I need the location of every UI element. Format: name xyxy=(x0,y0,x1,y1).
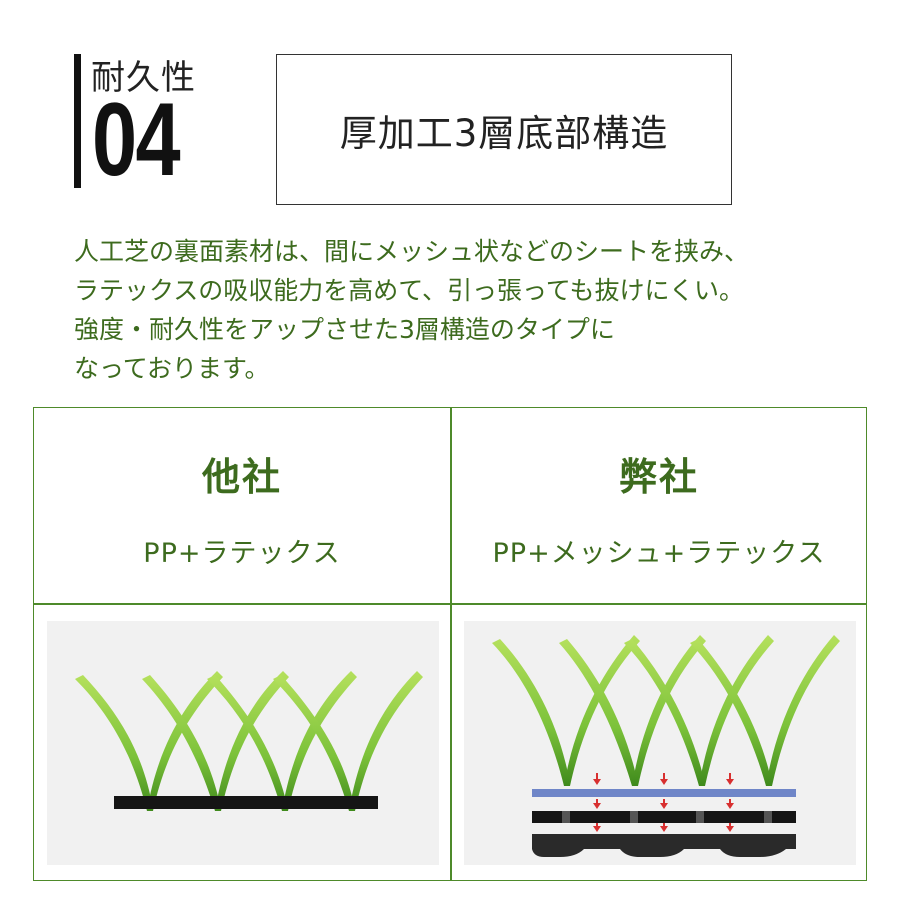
page-title: 厚加工3層底部構造 xyxy=(339,111,669,155)
competitor-turf-image xyxy=(75,671,423,811)
our-turf-image xyxy=(492,635,840,857)
competitor-turf-illustration xyxy=(47,621,439,865)
comparison-table: 他社 PP+ラテックス 弊社 PP+メッシュ+ラテックス xyxy=(33,407,867,881)
latex-backing-layer xyxy=(114,796,378,809)
pressure-arrows xyxy=(593,773,734,832)
competitor-subtitle: PP+ラテックス xyxy=(143,538,341,569)
our-title: 弊社 xyxy=(618,455,699,499)
feature-label: 耐久性 xyxy=(91,58,196,98)
grass-blades xyxy=(75,671,423,811)
description-line: 強度・耐久性をアップさせた3層構造のタイプに xyxy=(74,315,615,344)
description-line: 人工芝の裏面素材は、間にメッシュ状などのシートを挟み、 xyxy=(74,237,750,266)
competitor-title: 他社 xyxy=(201,455,282,499)
feature-accent-bar xyxy=(74,54,81,188)
latex-layer xyxy=(532,834,796,857)
our-subtitle: PP+メッシュ+ラテックス xyxy=(492,538,826,569)
feature-number: 04 xyxy=(92,82,181,198)
grass-blades xyxy=(492,635,840,786)
description: 人工芝の裏面素材は、間にメッシュ状などのシートを挟み、 ラテックスの吸収能力を高… xyxy=(74,232,874,388)
row-divider xyxy=(34,603,866,605)
description-line: なっております。 xyxy=(74,354,270,383)
column-divider xyxy=(450,408,452,880)
our-turf-illustration xyxy=(464,621,856,865)
mesh-layer xyxy=(532,811,796,823)
title-box: 厚加工3層底部構造 xyxy=(276,54,732,205)
description-line: ラテックスの吸収能力を高めて、引っ張っても抜けにくい。 xyxy=(74,276,745,305)
competitor-column-header: 他社 PP+ラテックス xyxy=(34,408,450,603)
pp-layer xyxy=(532,789,796,797)
our-column-header: 弊社 PP+メッシュ+ラテックス xyxy=(451,408,867,603)
